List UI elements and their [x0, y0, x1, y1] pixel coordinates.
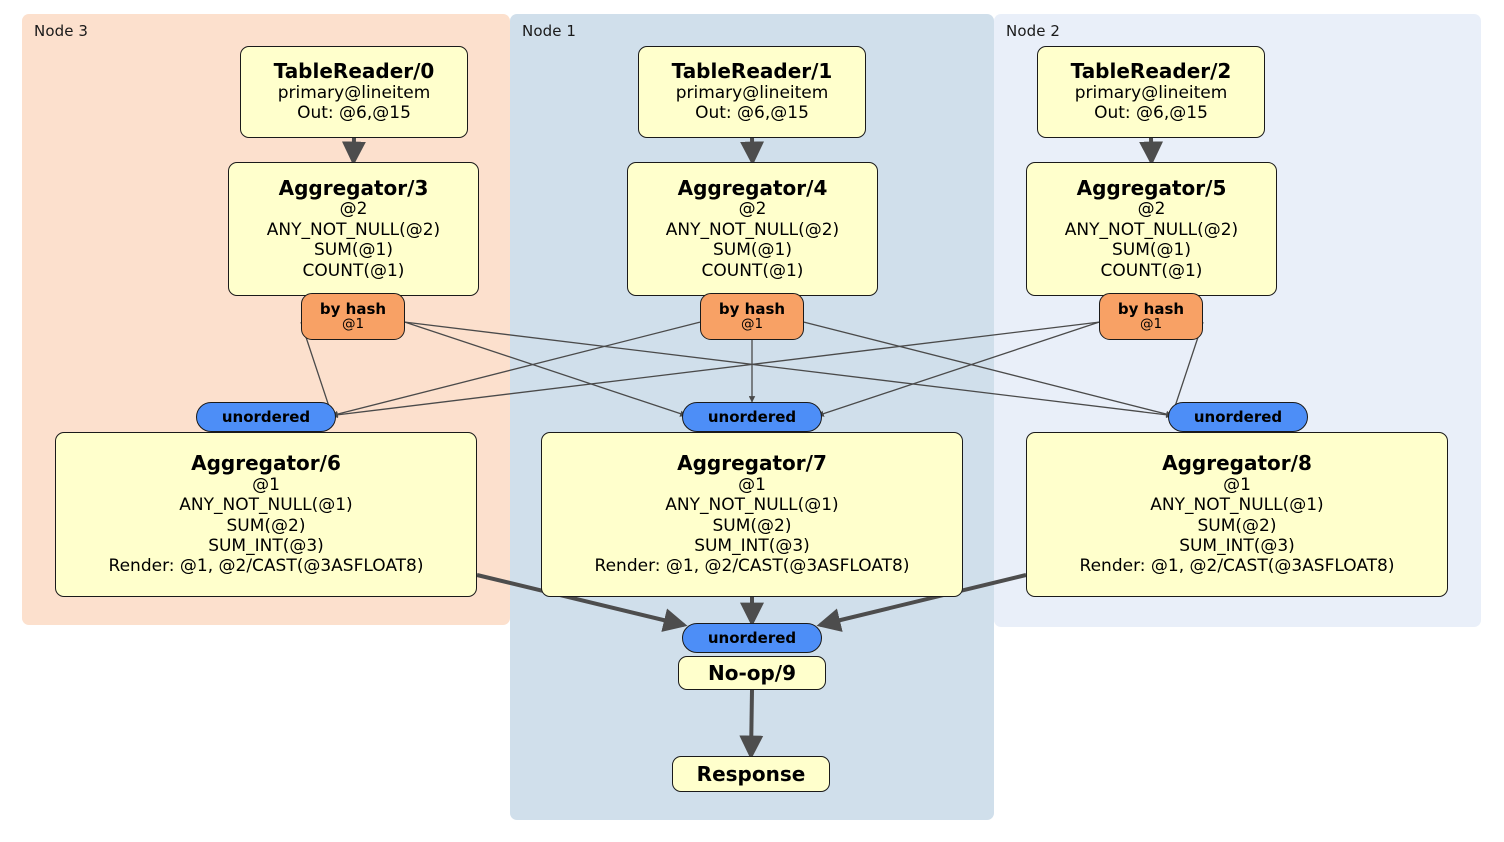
node-title: TableReader/2	[1070, 59, 1232, 84]
node-title: TableReader/1	[671, 59, 833, 84]
node-title: Aggregator/4	[677, 176, 828, 201]
node-detail-line: primary@lineitem	[1074, 82, 1228, 103]
node-detail-line: Render: @1, @2/CAST(@3ASFLOAT8)	[594, 556, 910, 577]
node-detail-line: SUM(@1)	[1112, 240, 1191, 261]
node-detail-line: COUNT(@1)	[302, 260, 405, 281]
node-detail-line: @1	[1139, 316, 1163, 333]
unordered-node-un8[interactable]: unordered	[1168, 402, 1308, 432]
node-detail-line: Out: @6,@15	[1094, 103, 1208, 124]
node-detail-line: primary@lineitem	[675, 82, 829, 103]
node-detail-line: COUNT(@1)	[1100, 260, 1203, 281]
node-detail-line: ANY_NOT_NULL(@2)	[665, 219, 840, 240]
node-title: TableReader/0	[273, 59, 435, 84]
node-detail-line: primary@lineitem	[277, 82, 431, 103]
node-detail-line: Render: @1, @2/CAST(@3ASFLOAT8)	[1079, 556, 1395, 577]
processor-box-resp[interactable]: Response	[672, 756, 830, 792]
node-detail-line: SUM_INT(@3)	[208, 535, 324, 556]
panel-label-node3: Node 3	[34, 22, 89, 40]
node-detail-line: @2	[738, 199, 767, 220]
processor-box-noop9[interactable]: No-op/9	[678, 656, 826, 690]
node-title: Response	[696, 761, 806, 786]
node-detail-line: ANY_NOT_NULL(@1)	[179, 495, 353, 516]
node-title: Aggregator/8	[1162, 451, 1312, 476]
node-detail-line: @1	[740, 316, 764, 333]
node-detail-line: Render: @1, @2/CAST(@3ASFLOAT8)	[108, 556, 424, 577]
node-title: Aggregator/6	[191, 451, 341, 476]
node-title: Aggregator/3	[278, 176, 429, 201]
node-detail-line: ANY_NOT_NULL(@2)	[1064, 219, 1239, 240]
node-detail-line: SUM_INT(@3)	[1179, 535, 1295, 556]
node-detail-line: SUM(@1)	[314, 240, 393, 261]
by-hash-node-hash3[interactable]: by hash@1	[301, 293, 405, 340]
node-detail-line: SUM(@2)	[712, 515, 792, 536]
node-detail-line: @2	[1137, 199, 1166, 220]
node-detail-line: Out: @6,@15	[297, 103, 411, 124]
node-title: by hash	[1117, 299, 1185, 318]
by-hash-node-hash5[interactable]: by hash@1	[1099, 293, 1203, 340]
node-detail-line: @1	[341, 316, 365, 333]
node-detail-line: @2	[339, 199, 368, 220]
node-detail-line: ANY_NOT_NULL(@1)	[665, 495, 839, 516]
node-title: Aggregator/7	[677, 451, 827, 476]
node-detail-line: SUM(@1)	[713, 240, 792, 261]
node-detail-line: SUM(@2)	[226, 515, 306, 536]
node-detail-line: @1	[738, 474, 766, 495]
panel-label-node2: Node 2	[1006, 22, 1061, 40]
unordered-node-un6[interactable]: unordered	[196, 402, 336, 432]
by-hash-node-hash4[interactable]: by hash@1	[700, 293, 804, 340]
node-detail-line: Out: @6,@15	[695, 103, 809, 124]
node-detail-line: SUM(@2)	[1197, 515, 1277, 536]
node-detail-line: SUM_INT(@3)	[694, 535, 810, 556]
node-detail-line: @1	[252, 474, 280, 495]
unordered-node-un9[interactable]: unordered	[682, 623, 822, 653]
node-detail-line: COUNT(@1)	[701, 260, 804, 281]
node-title: Aggregator/5	[1076, 176, 1227, 201]
node-detail-line: @1	[1223, 474, 1251, 495]
node-detail-line: ANY_NOT_NULL(@1)	[1150, 495, 1324, 516]
node-title: No-op/9	[707, 660, 797, 685]
node-title: by hash	[718, 299, 786, 318]
panel-label-node1: Node 1	[522, 22, 577, 40]
unordered-node-un7[interactable]: unordered	[682, 402, 822, 432]
node-detail-line: ANY_NOT_NULL(@2)	[266, 219, 441, 240]
node-title: by hash	[319, 299, 387, 318]
